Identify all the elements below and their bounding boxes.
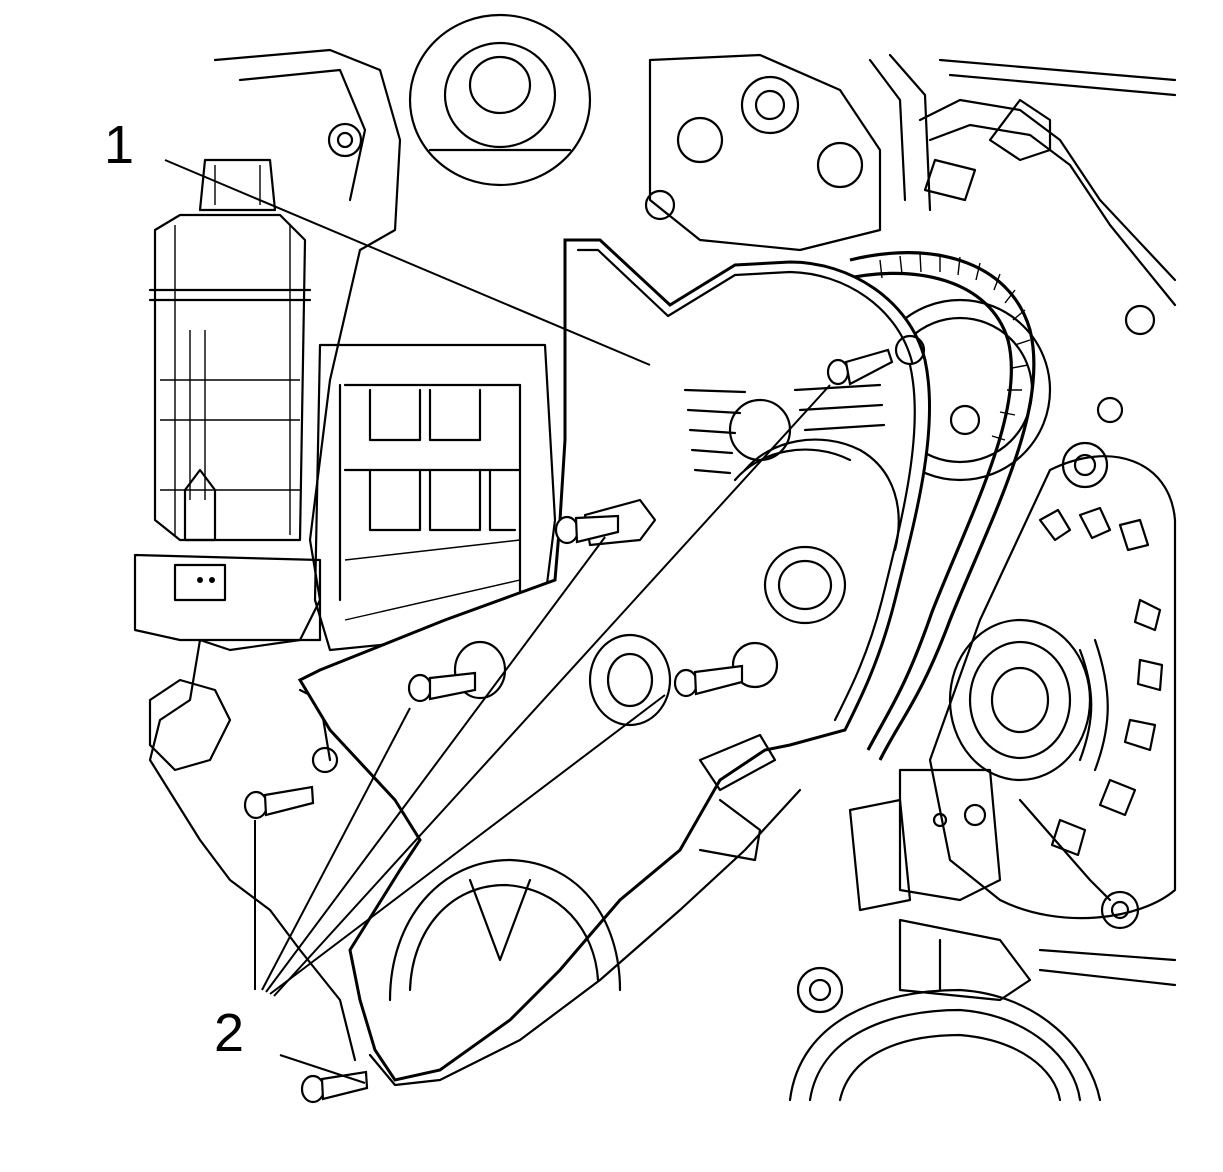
hose-assembly <box>918 58 1177 424</box>
tensioner-plate <box>644 53 932 252</box>
engine-mount-bracket <box>796 768 1032 1014</box>
callout-label-2: 2 <box>214 1003 245 1063</box>
bolt-upper-right <box>826 348 894 386</box>
leader-2f <box>279 1054 366 1084</box>
callout-label-1: 1 <box>104 115 135 175</box>
alternator <box>928 441 1177 987</box>
upper-pulley <box>408 13 592 187</box>
leader-1 <box>164 159 651 366</box>
bolt-bottom <box>300 1070 369 1104</box>
timing-belt <box>839 251 1036 761</box>
cover-bolts <box>243 348 894 1104</box>
leader-2c <box>265 536 606 993</box>
bolt-center-left <box>554 514 620 545</box>
leader-2b <box>261 707 411 991</box>
bolt-lower-left <box>407 671 477 703</box>
crankshaft-pulley <box>788 988 1102 1102</box>
leader-2e <box>273 384 831 997</box>
bolt-lower-center <box>673 664 744 698</box>
leader-lines <box>164 159 831 1084</box>
engine-block-left <box>133 48 402 1062</box>
bolt-far-left <box>243 785 315 820</box>
leader-2d <box>269 694 666 995</box>
